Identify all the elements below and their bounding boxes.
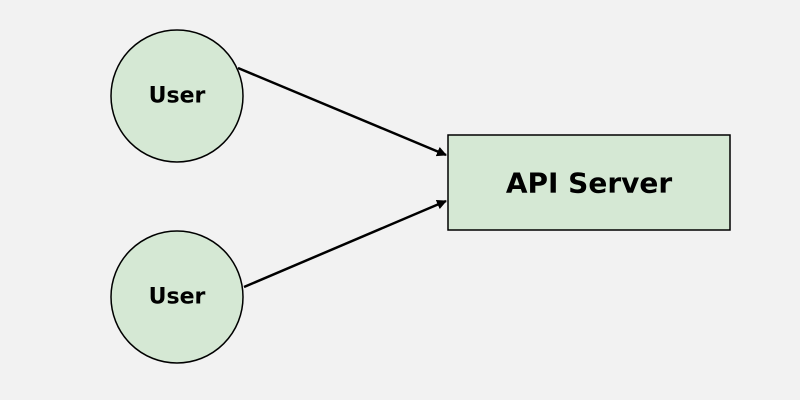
edge-user-top-to-api-server: [237, 66, 447, 157]
api-server-node-label: API Server: [506, 167, 673, 200]
api-server-node: API Server: [447, 134, 731, 231]
user-node-bottom: User: [110, 230, 244, 364]
user-node-top: User: [110, 29, 244, 163]
edge-user-bottom-to-api-server: [243, 199, 447, 289]
user-node-bottom-label: User: [149, 285, 206, 310]
user-node-top-shape: [110, 29, 244, 163]
user-node-top-label: User: [149, 84, 206, 109]
api-server-node-shape: [447, 134, 731, 231]
user-node-bottom-shape: [110, 230, 244, 364]
